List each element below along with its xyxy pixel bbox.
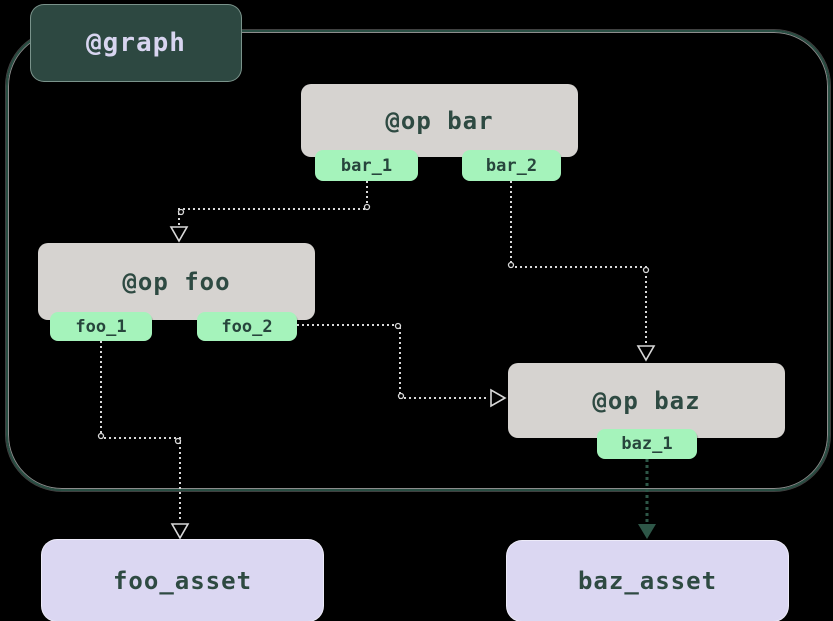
output-tab-baz-1: baz_1 <box>597 429 697 459</box>
asset-node-baz: baz_asset <box>506 540 789 621</box>
op-foo-label: @op foo <box>122 267 231 296</box>
filled-arrowhead-icon <box>638 524 656 539</box>
open-arrowhead-icon <box>170 523 190 540</box>
op-bar-label: @op bar <box>385 106 494 135</box>
op-node-foo: @op foo <box>38 243 315 320</box>
op-baz-label: @op baz <box>592 386 701 415</box>
output-tab-bar-1-label: bar_1 <box>340 155 393 176</box>
output-tab-baz-1-label: baz_1 <box>621 434 673 454</box>
output-tab-foo-2-label: foo_2 <box>221 316 273 337</box>
output-tab-bar-2-label: bar_2 <box>485 155 538 176</box>
graph-badge: @graph <box>30 4 242 82</box>
asset-baz-label: baz_asset <box>577 567 718 595</box>
graph-badge-label: @graph <box>86 28 186 58</box>
output-tab-foo-1: foo_1 <box>50 312 152 341</box>
output-tab-foo-1-label: foo_1 <box>75 316 127 337</box>
output-tab-bar-2: bar_2 <box>462 150 561 181</box>
asset-foo-label: foo_asset <box>112 566 253 595</box>
asset-node-foo: foo_asset <box>41 539 324 621</box>
op-node-bar: @op bar <box>301 84 578 157</box>
output-tab-foo-2: foo_2 <box>197 312 297 341</box>
output-tab-bar-1: bar_1 <box>315 150 418 181</box>
op-node-baz: @op baz <box>508 363 785 438</box>
graph-container-outline <box>6 30 830 491</box>
